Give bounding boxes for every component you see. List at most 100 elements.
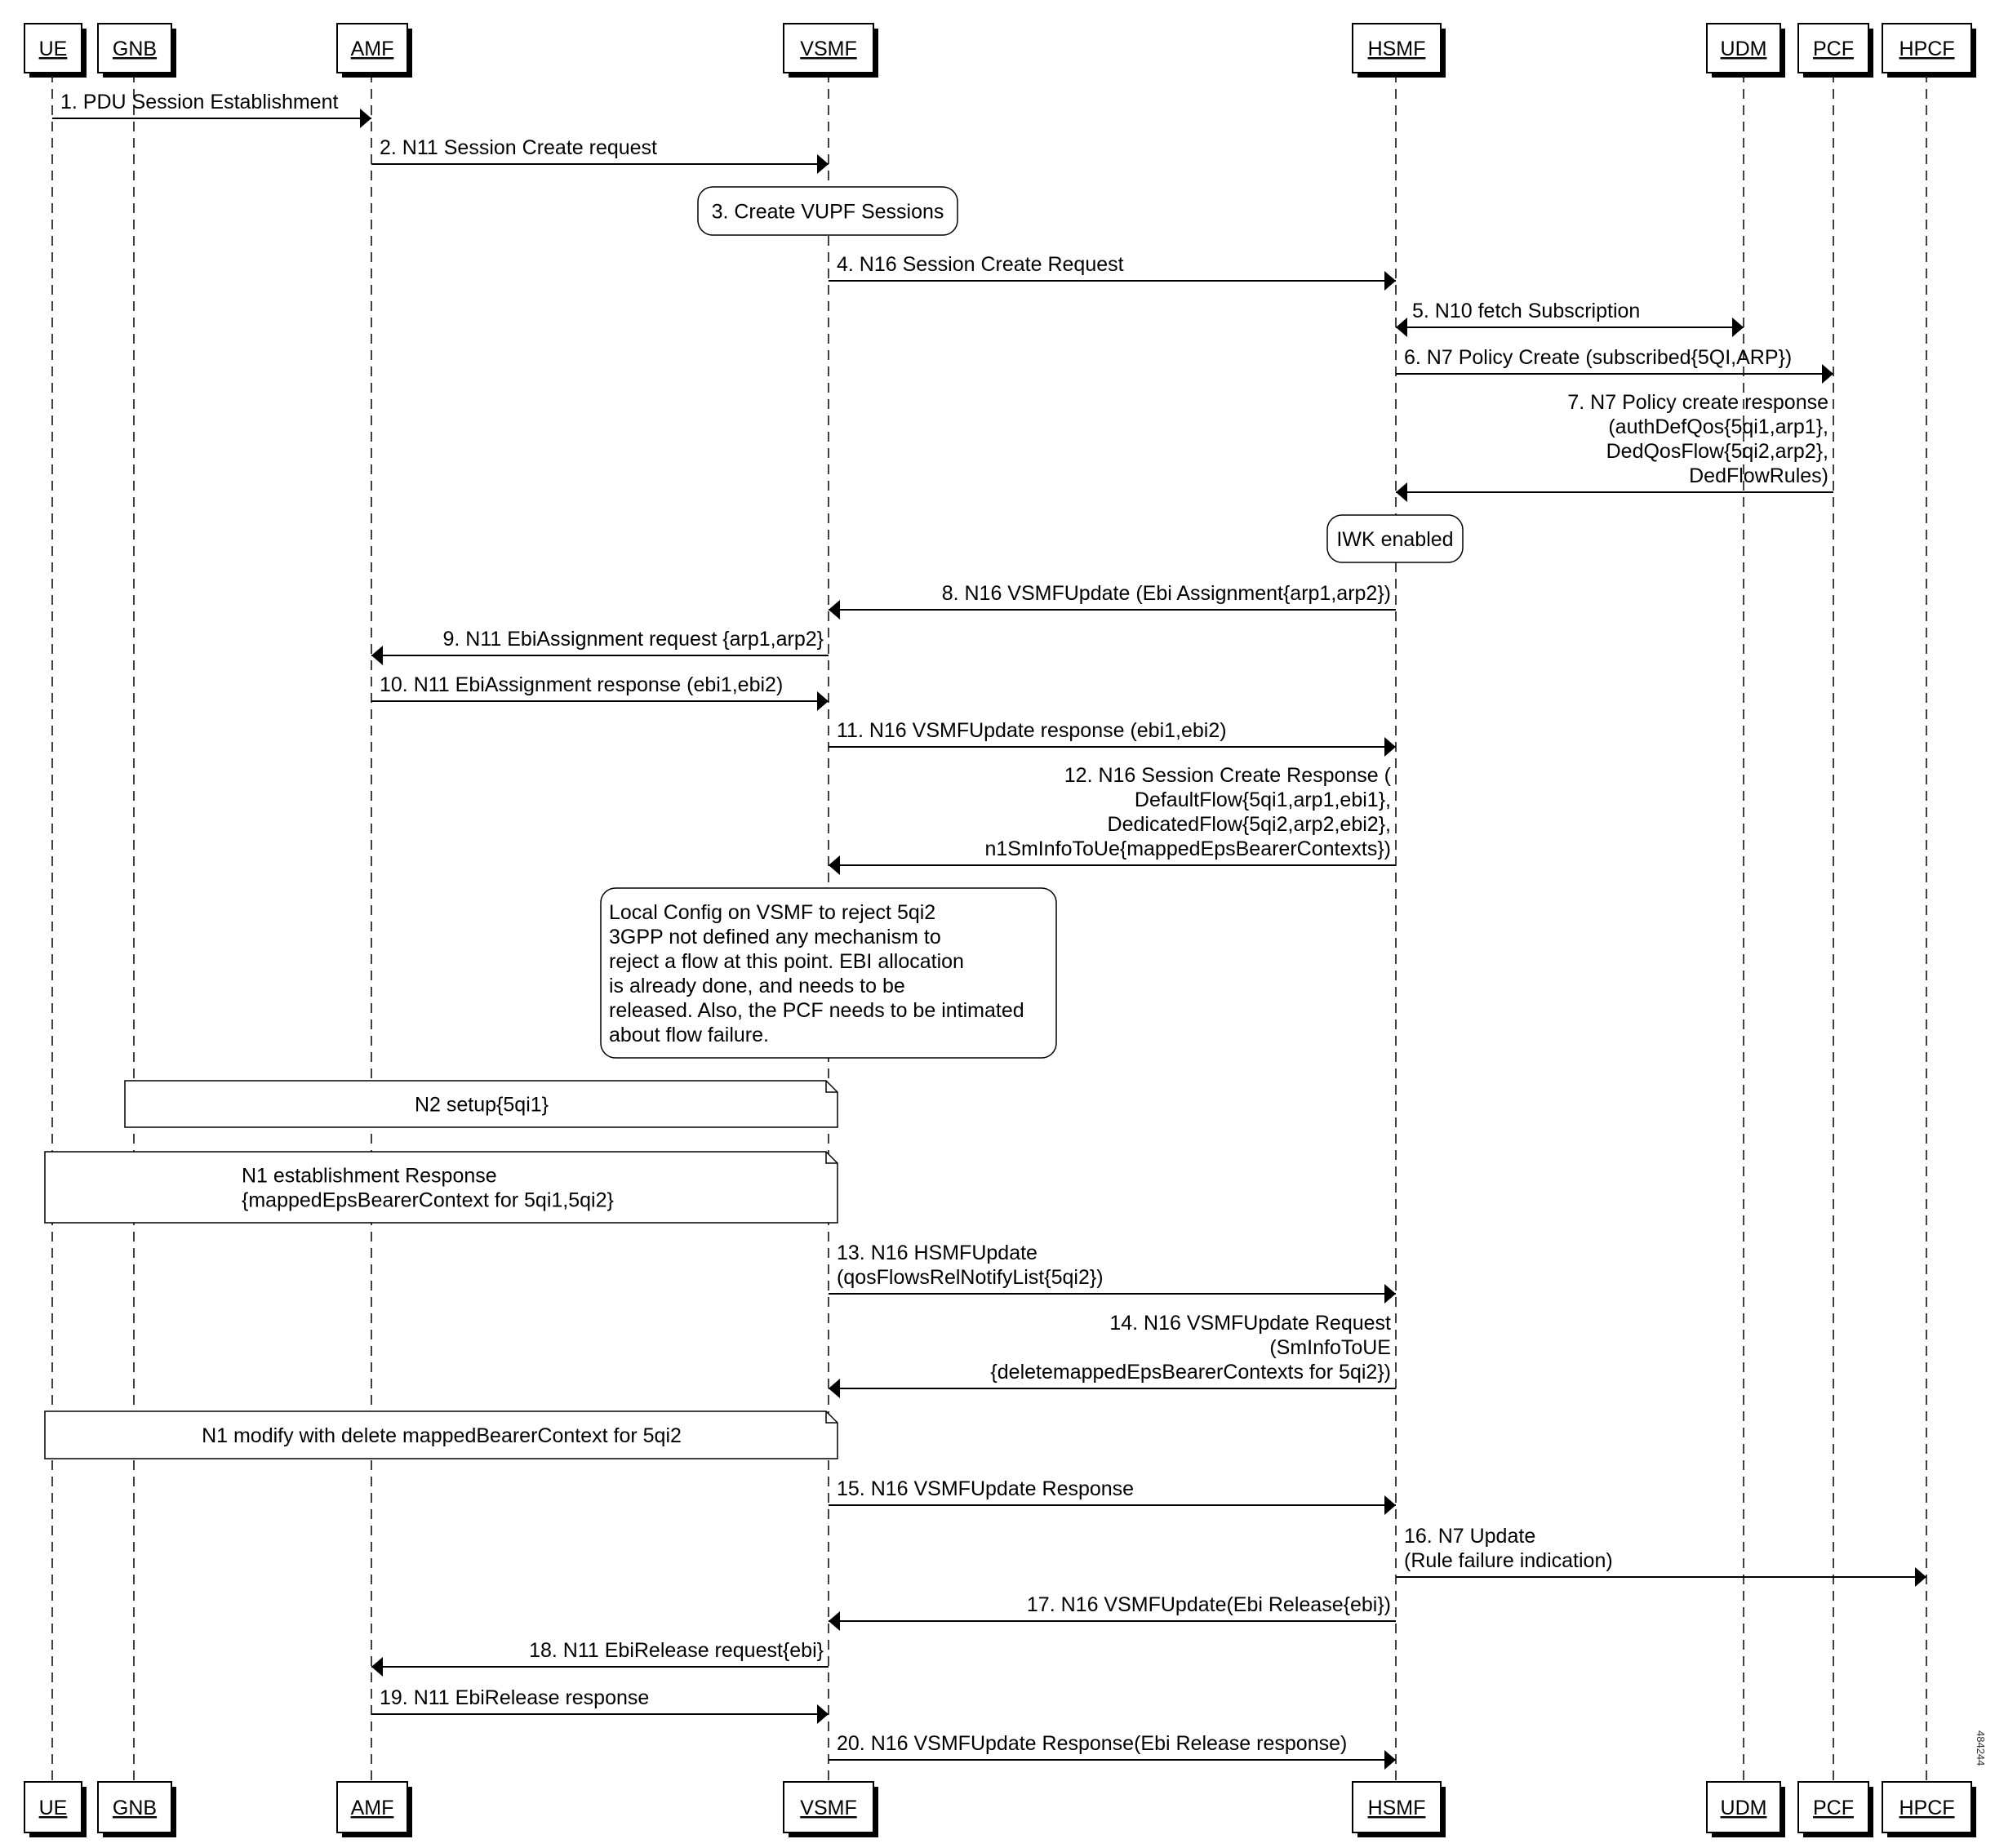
message-18: 19. N11 EbiRelease response	[371, 1686, 829, 1724]
participant-box	[336, 1781, 408, 1833]
message-label: 5. N10 fetch Subscription	[1412, 300, 1640, 322]
arrowhead	[1822, 364, 1833, 384]
participant-box	[783, 1781, 874, 1833]
participant-gnb-bottom: GNB	[97, 1781, 176, 1837]
participant-gnb-top: GNB	[97, 23, 176, 78]
note-text: released. Also, the PCF needs to be inti…	[609, 999, 1024, 1022]
message-4: 5. N10 fetch Subscription	[1396, 300, 1744, 337]
participant-udm-bottom: UDM	[1706, 1781, 1785, 1837]
message-7: 8. N16 VSMFUpdate (Ebi Assignment{arp1,a…	[829, 582, 1396, 620]
message-label: 14. N16 VSMFUpdate Request	[1109, 1312, 1391, 1335]
arrowhead	[817, 1704, 829, 1724]
note-fold	[825, 1411, 838, 1424]
participant-label: HSMF	[1368, 38, 1426, 60]
participant-hpcf-top: HPCF	[1882, 23, 1976, 78]
note-text: N1 modify with delete mappedBearerContex…	[202, 1424, 682, 1447]
participant-label: AMF	[351, 1797, 394, 1819]
participant-box	[1706, 23, 1781, 73]
participant-label: UDM	[1721, 1797, 1767, 1819]
note-box	[124, 1080, 838, 1128]
arrowhead	[360, 109, 371, 128]
note-text: 3GPP not defined any mechanism to	[609, 926, 941, 948]
message-label: 18. N11 EbiRelease request{ebi}	[529, 1639, 824, 1662]
message-label: 10. N11 EbiAssignment response (ebi1,ebi…	[380, 673, 783, 696]
participant-box	[1882, 23, 1972, 73]
message-12: 13. N16 HSMFUpdate(qosFlowsRelNotifyList…	[829, 1242, 1396, 1304]
participant-label: VSMF	[800, 38, 856, 60]
arrowhead	[371, 646, 383, 665]
message-label: 12. N16 Session Create Response (	[1064, 764, 1392, 787]
participant-box	[1706, 1781, 1781, 1833]
participant-box	[97, 1781, 172, 1833]
message-17: 18. N11 EbiRelease request{ebi}	[371, 1639, 829, 1677]
message-3: 4. N16 Session Create Request	[829, 253, 1396, 291]
message-label: 1. PDU Session Establishment	[60, 91, 338, 113]
state-box-1: 3. Create VUPF Sessions	[697, 186, 958, 236]
arrowhead	[829, 1611, 840, 1631]
participant-label: PCF	[1813, 38, 1854, 60]
note-text: N2 setup{5qi1}	[415, 1094, 549, 1117]
participant-label: HSMF	[1368, 1797, 1426, 1819]
arrowhead	[1384, 1495, 1396, 1515]
message-label: (Rule failure indication)	[1404, 1549, 1613, 1572]
state-box-3: Local Config on VSMF to reject 5qi23GPP …	[600, 887, 1057, 1059]
participant-box	[1352, 23, 1442, 73]
participant-pcf-bottom: PCF	[1797, 1781, 1873, 1837]
participant-box	[783, 23, 874, 73]
note-box	[44, 1151, 838, 1224]
participant-hpcf-bottom: HPCF	[1882, 1781, 1976, 1837]
participant-label: VSMF	[800, 1797, 856, 1819]
note-2: N1 establishment Response{mappedEpsBeare…	[44, 1151, 838, 1224]
arrowhead	[1396, 318, 1407, 337]
arrowhead	[1384, 271, 1396, 291]
note-1: N2 setup{5qi1}	[124, 1080, 838, 1128]
note-text: reject a flow at this point. EBI allocat…	[609, 950, 964, 973]
participant-ue-top: UE	[24, 23, 87, 78]
participant-label: GNB	[113, 1797, 157, 1819]
participant-vsmf-top: VSMF	[783, 23, 878, 78]
participant-boxes: UE UE GNB GNB AMF AMF VSMF VSMF HSMF HSMF UDM UDM PC…	[24, 23, 1976, 1837]
note-fold	[825, 1152, 838, 1164]
participant-amf-top: AMF	[336, 23, 412, 78]
note-text: Local Config on VSMF to reject 5qi2	[609, 901, 935, 924]
participant-label: UE	[39, 1797, 68, 1819]
message-2: 2. N11 Session Create request	[371, 136, 829, 174]
arrowhead	[829, 600, 840, 620]
note-text: about flow failure.	[609, 1024, 769, 1046]
state-box	[1326, 514, 1464, 563]
participant-label: HPCF	[1899, 1797, 1954, 1819]
message-label: 11. N16 VSMFUpdate response (ebi1,ebi2)	[837, 719, 1227, 742]
message-10: 11. N16 VSMFUpdate response (ebi1,ebi2)	[829, 719, 1396, 757]
participant-box	[1352, 1781, 1442, 1833]
figure-id: 484244	[1975, 1730, 1987, 1766]
participant-label: UE	[39, 38, 68, 60]
message-6: 7. N7 Policy create response(authDefQos{…	[1396, 391, 1833, 502]
message-label: 15. N16 VSMFUpdate Response	[837, 1477, 1134, 1500]
message-label: {deletemappedEpsBearerContexts for 5qi2}…	[990, 1361, 1391, 1384]
participant-label: UDM	[1721, 38, 1767, 60]
message-11: 12. N16 Session Create Response (Default…	[829, 764, 1396, 875]
message-label: 9. N11 EbiAssignment request {arp1,arp2}	[443, 628, 824, 651]
note-text: N1 establishment Response	[242, 1165, 497, 1188]
message-15: 16. N7 Update(Rule failure indication)	[1396, 1525, 1926, 1587]
participant-box	[1882, 1781, 1972, 1833]
lifelines	[51, 73, 1927, 1782]
participant-hsmf-top: HSMF	[1352, 23, 1446, 78]
message-label: n1SmInfoToUe{mappedEpsBearerContexts})	[984, 837, 1391, 860]
message-label: (qosFlowsRelNotifyList{5qi2})	[837, 1266, 1104, 1289]
arrowhead	[1384, 1750, 1396, 1770]
note-3: N1 modify with delete mappedBearerContex…	[44, 1410, 838, 1459]
state-box	[600, 887, 1057, 1059]
participant-label: HPCF	[1899, 38, 1954, 60]
participant-box	[24, 1781, 82, 1833]
message-1: 1. PDU Session Establishment	[52, 91, 371, 128]
message-label: 7. N7 Policy create response	[1567, 391, 1828, 414]
message-label: 13. N16 HSMFUpdate	[837, 1242, 1037, 1264]
message-5: 6. N7 Policy Create (subscribed{5QI,ARP}…	[1396, 346, 1833, 384]
participant-label: PCF	[1813, 1797, 1854, 1819]
arrowhead	[1915, 1567, 1926, 1587]
arrowhead	[817, 154, 829, 174]
message-label: DedicatedFlow{5qi2,arp2,ebi2},	[1108, 813, 1391, 836]
participant-label: GNB	[113, 38, 157, 60]
message-16: 17. N16 VSMFUpdate(Ebi Release{ebi})	[829, 1593, 1396, 1631]
